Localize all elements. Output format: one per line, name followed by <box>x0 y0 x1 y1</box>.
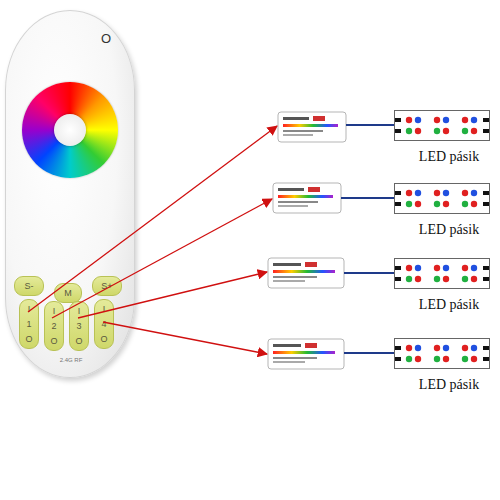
button-label: I <box>28 304 31 314</box>
red-arrow <box>52 199 272 318</box>
power-symbol: O <box>98 31 114 46</box>
wire <box>344 352 394 354</box>
led-strip-art <box>395 184 489 213</box>
button-label: O <box>50 336 57 346</box>
button-label: M <box>64 288 72 298</box>
wire <box>346 124 394 126</box>
strip-label: LED pásik <box>401 377 497 393</box>
led-strip: LED pásik <box>394 183 490 214</box>
button-label: 2 <box>51 321 56 331</box>
red-arrow <box>78 272 267 318</box>
band-label: 2.4G RF <box>6 357 136 363</box>
button-label: O <box>75 336 82 346</box>
remote-button: S- <box>14 276 44 296</box>
controller-box <box>268 339 344 369</box>
button-label: O <box>25 334 32 344</box>
button-label: 1 <box>26 319 31 329</box>
led-strip: LED pásik <box>394 258 490 289</box>
controller-box <box>273 183 341 213</box>
zone-button: I 4O <box>94 299 114 349</box>
red-arrow <box>103 322 267 354</box>
controller-box <box>278 112 346 142</box>
button-label: I <box>78 306 81 316</box>
controller-box <box>268 258 344 288</box>
zone-button: I 2O <box>44 301 64 351</box>
button-label: O <box>100 334 107 344</box>
led-strip-art <box>395 259 489 288</box>
strip-label: LED pásik <box>401 222 497 238</box>
zone-button: I 1O <box>19 299 39 349</box>
button-label: 3 <box>76 321 81 331</box>
led-strip-art <box>395 111 489 140</box>
red-arrow <box>28 126 277 312</box>
remote-control: O2.4G RFS-MS+I1OI2OI3OI4O <box>5 10 135 378</box>
color-wheel <box>22 82 118 178</box>
wheel-center <box>54 114 86 146</box>
button-label: S+ <box>101 281 112 291</box>
remote-button: M <box>54 283 82 303</box>
remote-button: S+ <box>92 276 122 296</box>
strip-label: LED pásik <box>401 149 497 165</box>
button-label: I <box>53 306 56 316</box>
led-strip: LED pásik <box>394 338 490 369</box>
button-label: S- <box>25 281 34 291</box>
wire <box>341 197 394 199</box>
button-label: I <box>103 304 106 314</box>
button-label: 4 <box>101 319 106 329</box>
led-strip-art <box>395 339 489 368</box>
zone-button: I 3O <box>69 301 89 351</box>
wire <box>344 272 394 274</box>
strip-label: LED pásik <box>401 297 497 313</box>
led-strip: LED pásik <box>394 110 490 141</box>
